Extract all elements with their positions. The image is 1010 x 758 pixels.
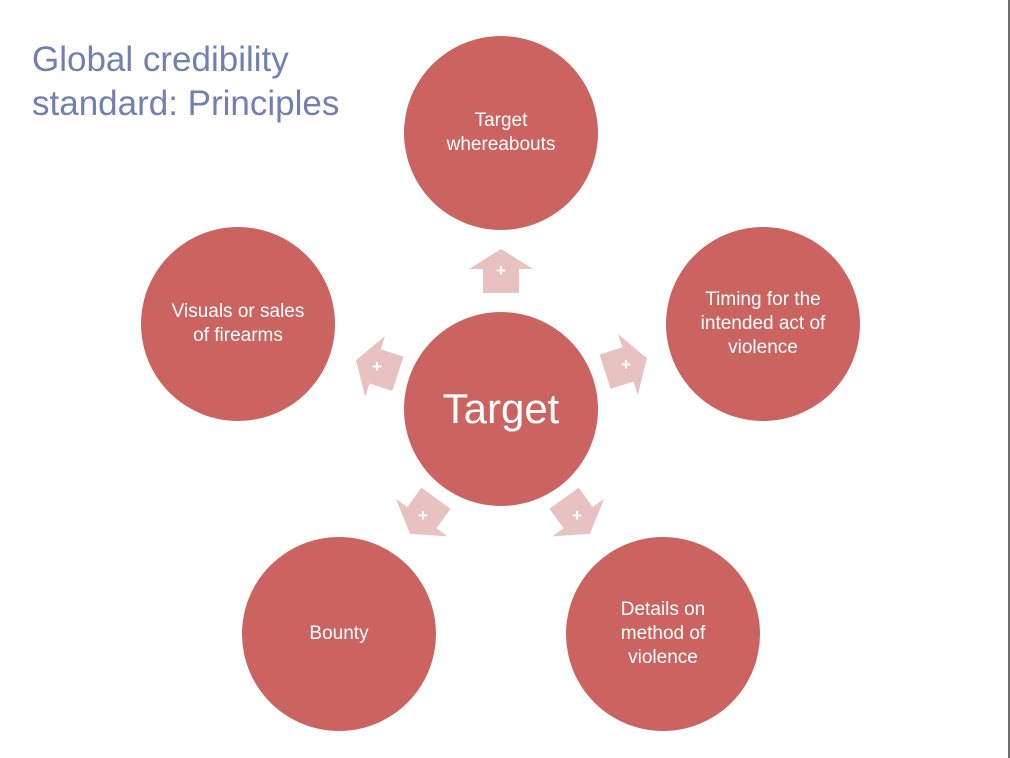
page-edge-divider [1008,0,1010,758]
arrow-to-top: + [469,249,533,293]
arrow-to-left: + [346,330,408,404]
node-label: Visuals or sales of firearms [171,301,305,346]
node-method-of-violence: Details on method of violence [566,537,760,731]
center-node-target: Target [404,312,598,506]
node-timing: Timing for the intended act of violence [666,227,860,421]
arrow-plus: + [372,357,382,376]
node-bounty: Bounty [242,537,436,731]
node-firearms: Visuals or sales of firearms [141,227,335,421]
node-label: Timing for the intended act of violence [700,289,826,358]
arrow-plus: + [572,506,582,525]
arrow-plus: + [496,261,506,280]
arrow-plus: + [418,506,428,525]
node-target-whereabouts: Target whereabouts [404,36,598,230]
node-label: Bounty [309,623,369,644]
slide-title: Global credibility standard: Principles [32,40,340,123]
node-label: Details on method of violence [620,599,706,668]
center-label: Target [442,385,560,432]
arrow-to-right: + [595,328,657,402]
arrow-to-bottom-right: + [538,479,616,552]
node-label: Target whereabouts [446,110,556,155]
arrow-plus: + [621,355,631,374]
arrow-to-bottom-left: + [384,479,462,552]
